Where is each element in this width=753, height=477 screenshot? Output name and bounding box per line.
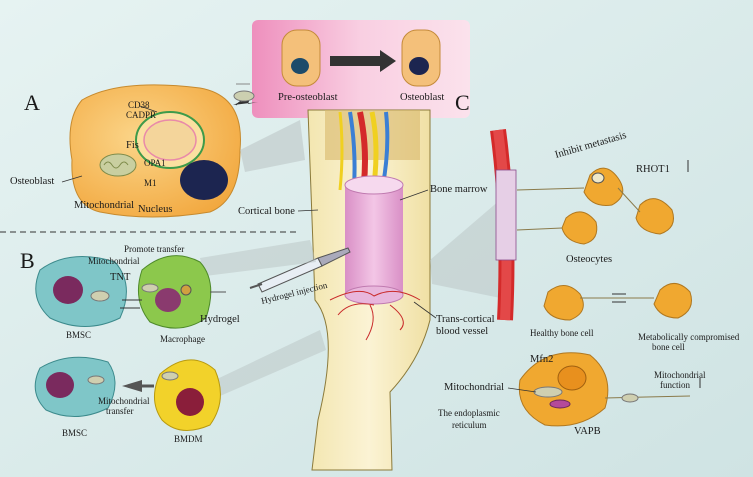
- bone-marrow-label: Bone marrow: [430, 184, 488, 195]
- hydrogel-label: Hydrogel: [200, 314, 240, 325]
- projection-wedge-b1: [200, 240, 316, 276]
- er-label-1: The endoplasmic: [438, 408, 500, 418]
- osteocyte-cells: [516, 167, 674, 245]
- mitochondrial-function-label-1: Mitochondrial: [654, 370, 706, 380]
- macrophage-label: Macrophage: [160, 334, 205, 344]
- bmsc-cell-2: [34, 356, 116, 418]
- healthy-bone-cell-label: Healthy bone cell: [530, 328, 594, 338]
- panel-label-a: A: [24, 90, 40, 115]
- mfn2-label: Mfn2: [530, 354, 553, 365]
- hydrogel-syringe: [249, 247, 351, 293]
- osteoblast-pointer: [61, 175, 83, 183]
- panel-label-c: C: [455, 90, 470, 115]
- m1-label: M1: [144, 178, 157, 188]
- projection-wedge-b2: [215, 330, 326, 396]
- osteocytes-label: Osteocytes: [566, 254, 612, 265]
- tnt-label: TNT: [110, 272, 131, 283]
- er-label-2: reticulum: [452, 420, 487, 430]
- bmsc-label-1: BMSC: [66, 330, 91, 340]
- mito-transfer-arrow: [122, 380, 142, 392]
- healthy-bone-cells: [543, 283, 692, 321]
- rhot1-label: RHOT1: [636, 164, 670, 175]
- nucleus-label: Nucleus: [138, 204, 172, 215]
- cortical-bone-pointer: [297, 209, 319, 212]
- bmdm-cell: [154, 359, 221, 431]
- blood-vessel-label: blood vessel: [436, 326, 488, 337]
- trans-cortical-label: Trans-cortical: [436, 314, 495, 325]
- osteoblast-top-label: Osteoblast: [400, 92, 444, 103]
- bone-marrow-pointer: [399, 189, 429, 201]
- fis-label: Fis: [126, 140, 139, 151]
- trans-cortical-pointer: [413, 301, 437, 319]
- differentiation-box: Pre-osteoblast Osteoblast: [252, 20, 470, 118]
- bmdm-label: BMDM: [174, 434, 203, 444]
- mitochondrial-function-label-2: function: [660, 380, 690, 390]
- vapb-label: VAPB: [574, 426, 601, 437]
- mito-transfer-label-1: Mitochondrial: [98, 396, 150, 406]
- pre-osteoblast-label: Pre-osteoblast: [278, 92, 338, 103]
- mitochondrial-label-a: Mitochondrial: [74, 200, 134, 211]
- cortical-bone-label: Cortical bone: [238, 206, 295, 217]
- projection-wedge-a: [240, 120, 305, 172]
- mito-transfer-label-2: transfer: [106, 406, 133, 416]
- mitochondrial-label-c: Mitochondrial: [444, 382, 504, 393]
- osteoblast-label: Osteoblast: [10, 176, 54, 187]
- osteoblast-cell: [69, 83, 258, 218]
- macrophage-cell: [137, 255, 212, 329]
- blood-vessel-c: [490, 128, 517, 321]
- cell-mfn2-vapb: [518, 352, 691, 427]
- compromised-label-2: bone cell: [652, 342, 685, 352]
- bmsc-label-2: BMSC: [62, 428, 87, 438]
- bone: [307, 109, 431, 471]
- mitochondrial-pointer-c: [507, 387, 537, 393]
- cd38-label: CD38: [128, 100, 150, 110]
- cadpr-label: CADPR: [126, 110, 156, 120]
- compromised-label-1: Metabolically compromised: [638, 332, 740, 342]
- promote-transfer-label: Promote transfer: [124, 244, 184, 254]
- projection-wedge-c: [430, 200, 510, 300]
- panel-label-b: B: [20, 248, 35, 273]
- mitochondrial-label-b: Mitochondrial: [88, 256, 140, 266]
- opa1-label: OPA1: [144, 158, 166, 168]
- bmsc-cell-1: [35, 256, 127, 327]
